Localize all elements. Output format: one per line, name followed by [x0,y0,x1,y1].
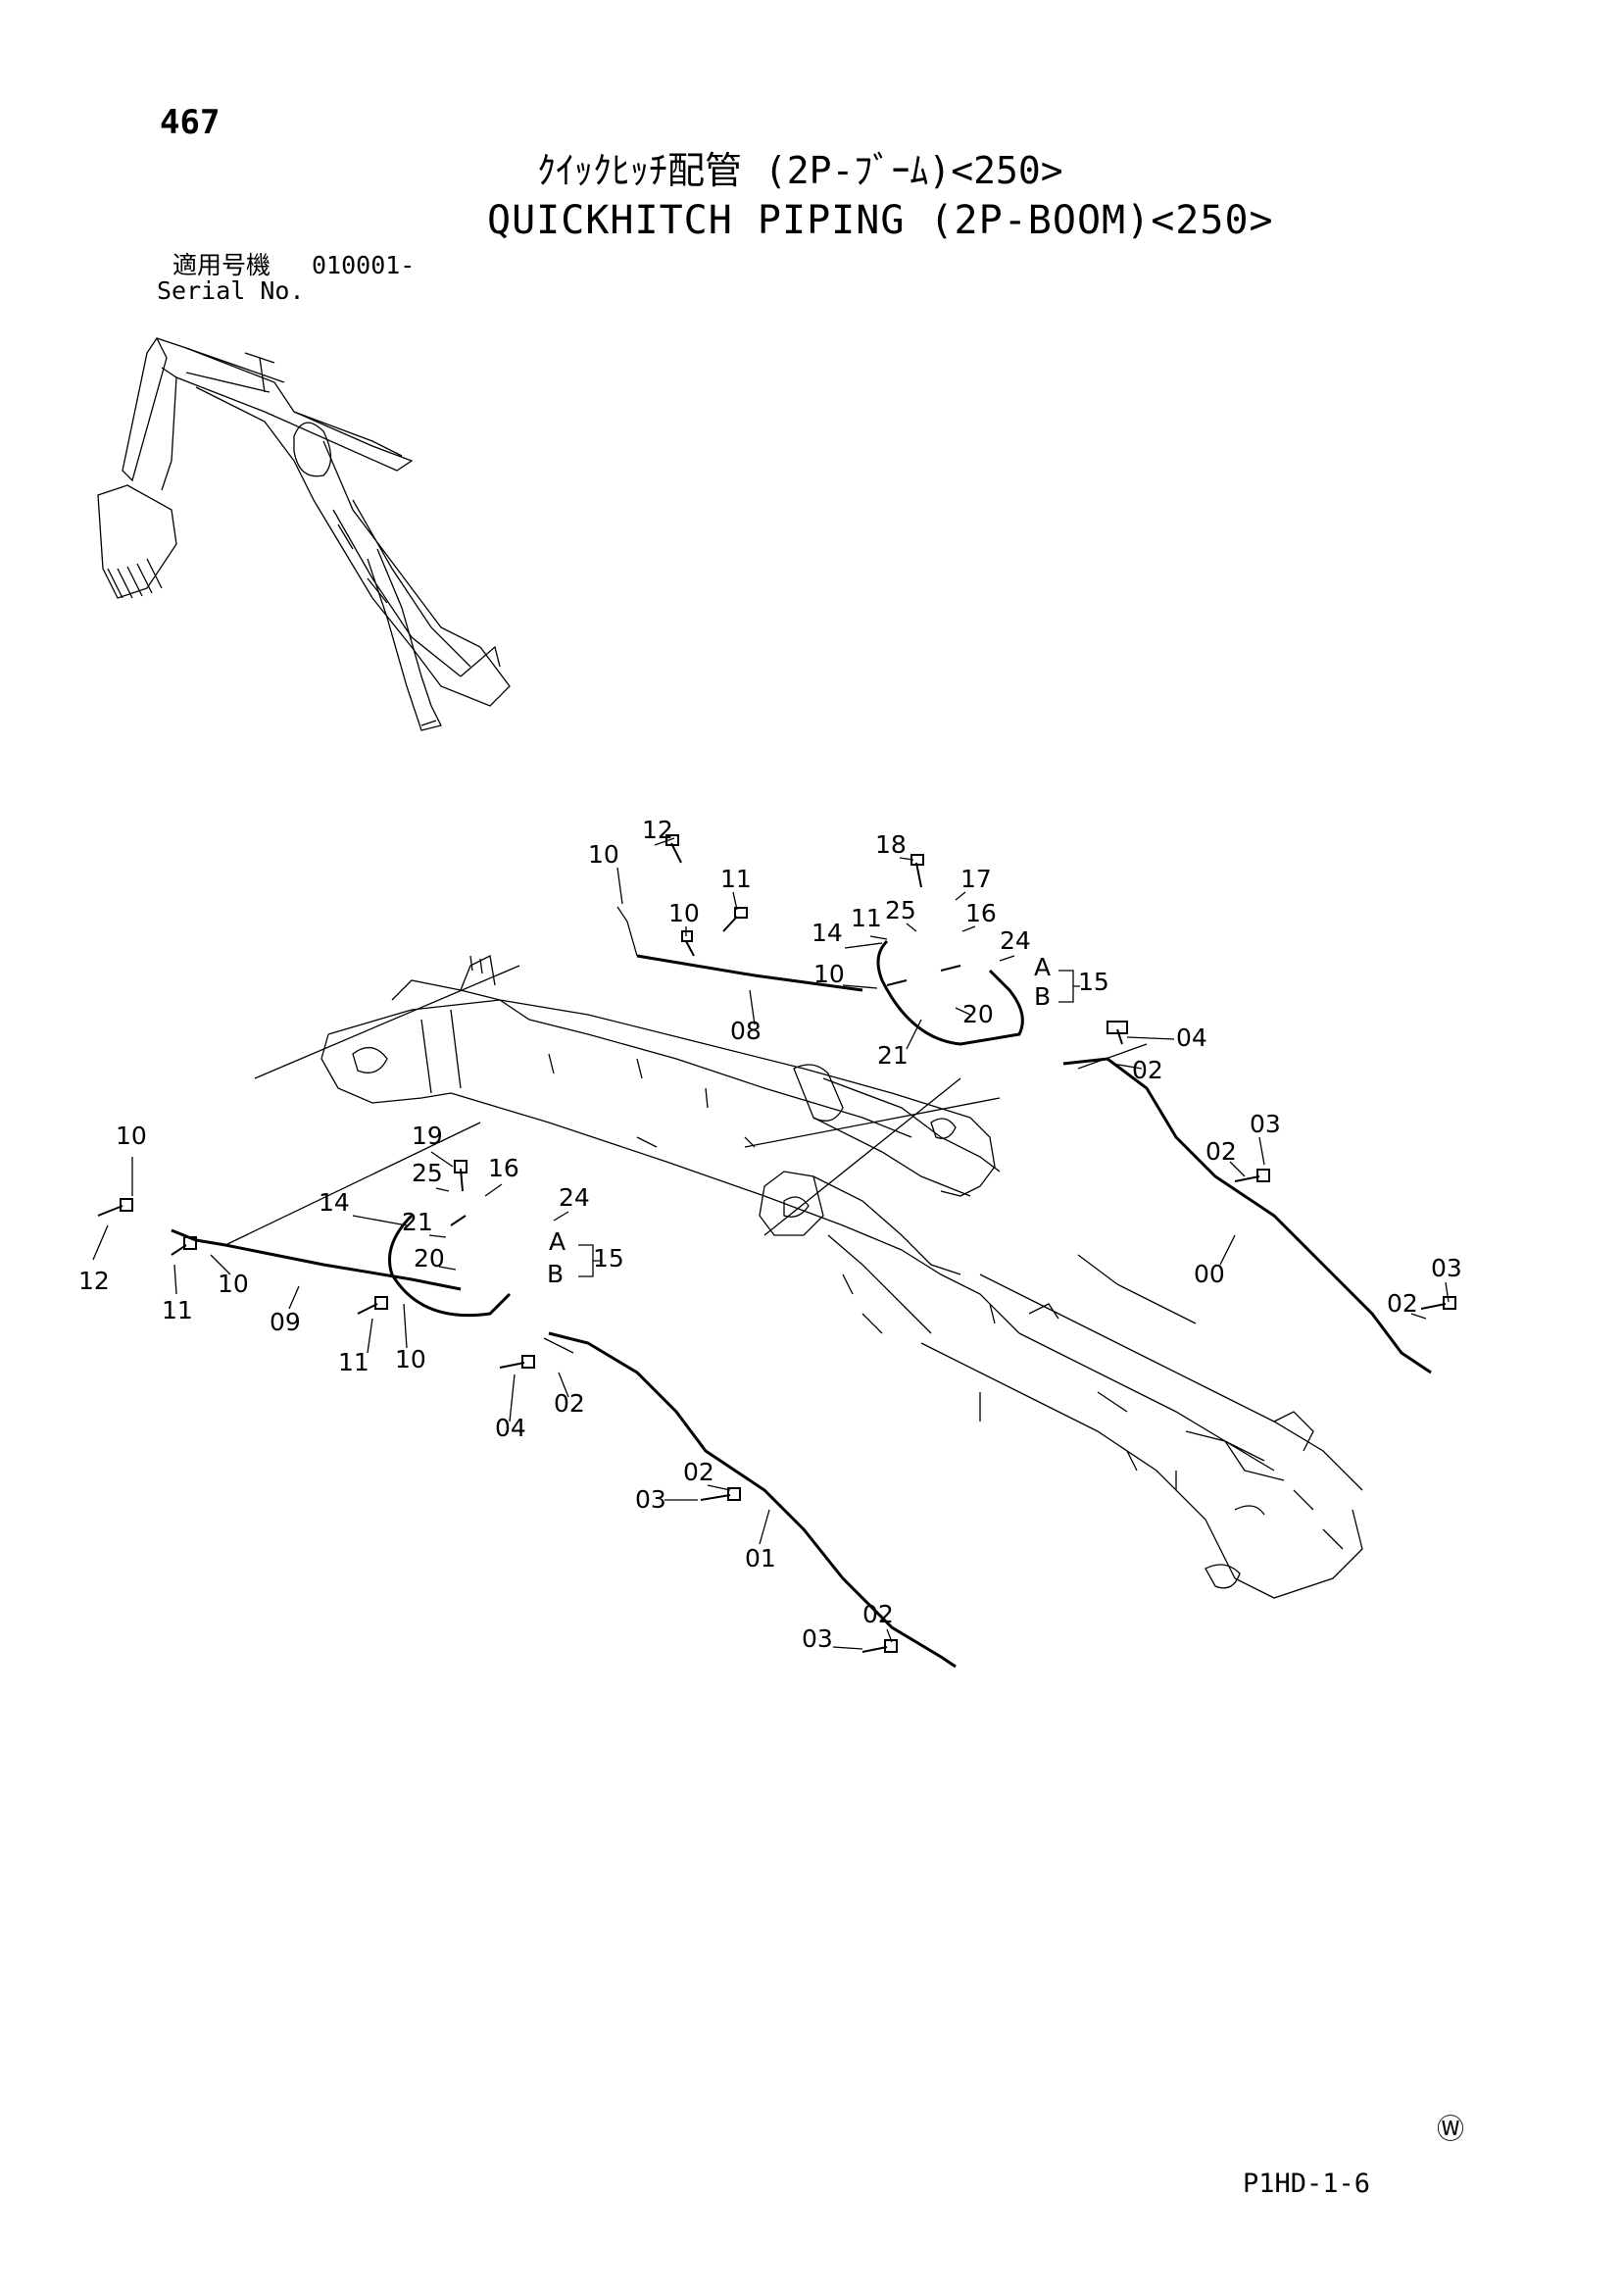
manufacturer-mark-icon: Ⓦ [1437,2113,1465,2145]
callout-10: 10 [116,1122,147,1150]
callout-24: 24 [559,1183,590,1212]
callout-15: 15 [1078,968,1109,996]
callout-10: 10 [218,1270,249,1298]
callout-labels: 12 10 10 11 08 18 17 25 11 14 16 24 10 A… [78,816,1462,1653]
callout-10: 10 [395,1345,426,1373]
callout-03: 03 [1431,1254,1462,1282]
callout-19: 19 [412,1122,443,1150]
callout-03: 03 [635,1485,666,1514]
callout-14: 14 [319,1188,350,1217]
title-japanese: ｸｲｯｸﾋｯﾁ配管 (2P-ﾌﾞｰﾑ)<250> [537,149,1063,192]
callout-10: 10 [813,960,845,988]
callout-10: 10 [668,899,700,927]
boom-outline [320,955,1363,1599]
page-code: P1HD-1-6 [1243,2169,1371,2199]
callout-14: 14 [812,919,843,947]
piping [171,906,1432,1669]
callout-03: 03 [802,1624,833,1653]
callout-10: 10 [588,840,619,869]
callout-01: 01 [745,1544,776,1572]
callout-25: 25 [412,1159,443,1187]
callout-25: 25 [885,896,916,924]
callout-16: 16 [488,1154,519,1182]
title-english: QUICKHITCH PIPING (2P-BOOM)<250> [487,198,1274,243]
callout-02: 02 [1132,1056,1163,1084]
serial-label-japanese: 適用号機 [172,251,271,279]
callout-09: 09 [270,1308,301,1336]
callout-20: 20 [962,1000,994,1028]
callout-00: 00 [1194,1260,1225,1288]
serial-label-english: Serial No. [157,276,305,305]
callout-02: 02 [862,1600,894,1628]
page-number: 467 [160,103,221,142]
callout-17: 17 [960,865,992,893]
serial-value: 010001- [312,251,416,279]
callout-18: 18 [875,830,907,859]
callout-02: 02 [1205,1137,1237,1166]
callout-B: B [1034,982,1051,1011]
callout-A: A [1034,953,1051,981]
callout-02: 02 [1387,1289,1418,1318]
callout-16: 16 [965,899,997,927]
callout-20: 20 [414,1244,445,1273]
callout-11: 11 [338,1348,369,1376]
callout-04: 04 [1176,1023,1207,1052]
callout-08: 08 [730,1017,762,1045]
callout-21: 21 [877,1041,909,1070]
callout-15: 15 [593,1244,624,1273]
callout-11: 11 [851,904,882,932]
callout-12: 12 [78,1267,110,1295]
excavator-locator-thumbnail [97,336,511,731]
callout-24: 24 [1000,926,1031,955]
fittings [97,834,1456,1653]
callout-21: 21 [402,1208,433,1236]
callout-02: 02 [683,1458,714,1486]
leader-lines [92,837,1450,1650]
callout-03: 03 [1250,1110,1281,1138]
callout-11: 11 [162,1296,193,1324]
callout-11: 11 [720,865,752,893]
callout-02: 02 [554,1389,585,1418]
callout-A: A [549,1227,566,1256]
callout-12: 12 [642,816,673,844]
callout-B: B [547,1260,564,1288]
